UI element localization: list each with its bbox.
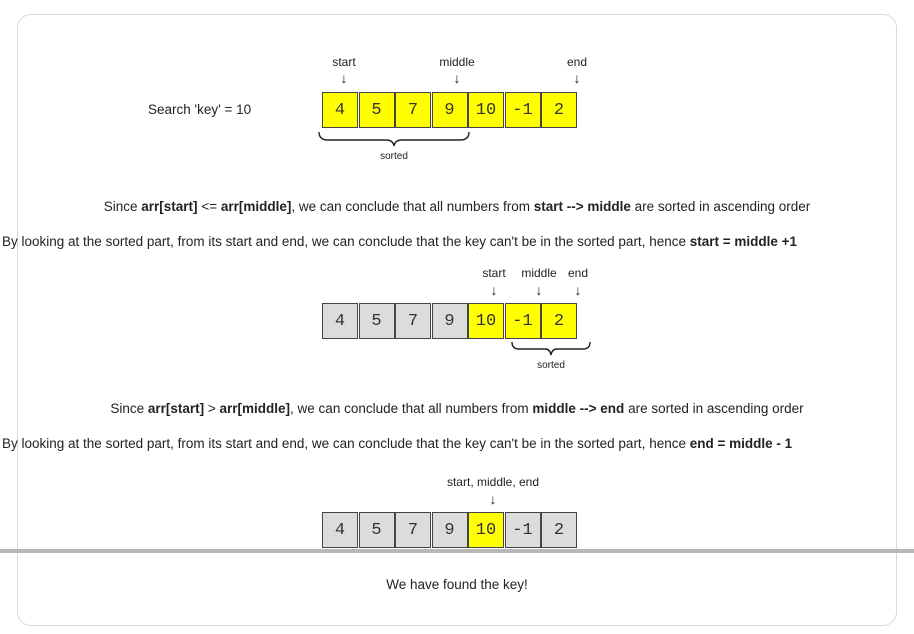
array-cell: -1: [504, 92, 541, 128]
array-cell: 9: [431, 303, 468, 339]
array-cell: 4: [322, 92, 358, 128]
start-pointer-arrow: ↓: [340, 70, 348, 86]
sorted-label: sorted: [537, 360, 565, 371]
array-cell: 4: [322, 512, 358, 548]
array-cell: 2: [541, 303, 577, 339]
end-pointer-arrow: ↓: [574, 282, 582, 298]
sorted-label: sorted: [380, 151, 408, 162]
explanation-line-3: Since arr[start] > arr[middle], we can c…: [110, 401, 804, 416]
array-cell: 5: [358, 92, 395, 128]
found-message: We have found the key!: [386, 577, 528, 592]
array-cell: 9: [431, 92, 468, 128]
sorted-brace: [511, 341, 591, 356]
array-cell: 7: [395, 512, 431, 548]
search-key-label: Search 'key' = 10: [148, 102, 252, 117]
middle-pointer-label: middle: [521, 266, 557, 280]
sorted-brace: [318, 131, 470, 147]
end-pointer-arrow: ↓: [573, 70, 581, 86]
start-pointer-label: start: [482, 266, 506, 280]
array-cell: -1: [504, 303, 541, 339]
array-cell: 7: [395, 303, 431, 339]
explanation-line-1: Since arr[start] <= arr[middle], we can …: [103, 199, 811, 214]
combined-pointer-arrow: ↓: [489, 491, 497, 507]
start-pointer-arrow: ↓: [490, 282, 498, 298]
explanation-line-4: By looking at the sorted part, from its …: [2, 436, 793, 451]
array-cell: 7: [395, 92, 431, 128]
array-cell: 2: [541, 512, 577, 548]
array-cell: 5: [358, 512, 395, 548]
start-pointer-label: start: [332, 55, 356, 69]
explanation-line-2: By looking at the sorted part, from its …: [2, 234, 798, 249]
combined-pointer-label: start, middle, end: [446, 475, 540, 489]
middle-pointer-label: middle: [439, 55, 475, 69]
array-cell: 5: [358, 303, 395, 339]
array-cell: 10: [468, 303, 504, 339]
array-cell: 10: [468, 92, 504, 128]
array-cell: 2: [541, 92, 577, 128]
end-pointer-label: end: [566, 55, 588, 69]
array-cell: 4: [322, 303, 358, 339]
divider: [0, 549, 914, 553]
array-cell: -1: [504, 512, 541, 548]
array-cell: 10: [468, 512, 504, 548]
middle-pointer-arrow: ↓: [535, 282, 543, 298]
middle-pointer-arrow: ↓: [453, 70, 461, 86]
end-pointer-label: end: [567, 266, 589, 280]
array-cell: 9: [431, 512, 468, 548]
